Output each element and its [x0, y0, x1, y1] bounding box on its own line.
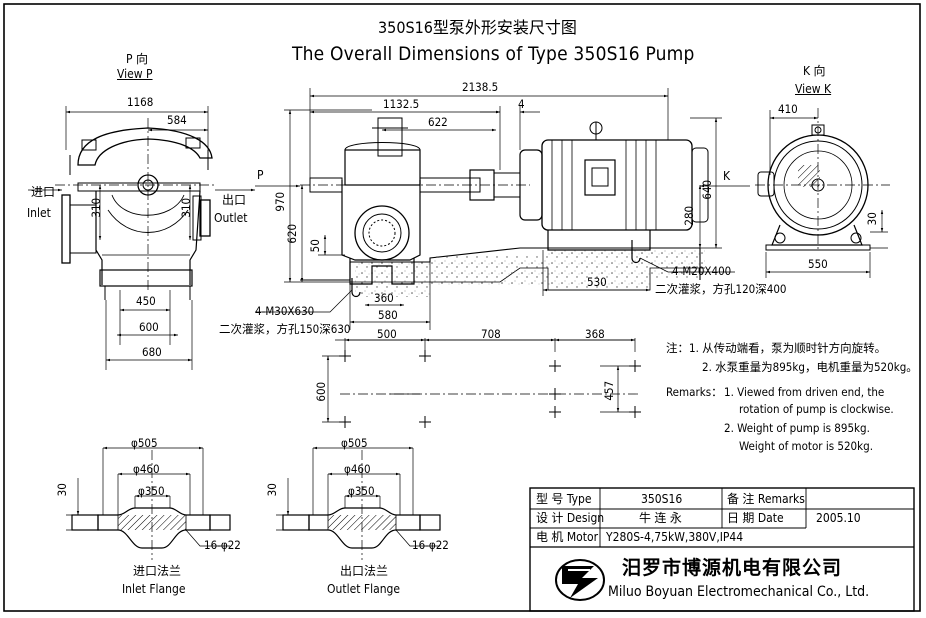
outlet-flange-holes: 16-φ22 — [412, 538, 449, 552]
outlet-flange-d505: φ505 — [341, 436, 368, 450]
company-name-en: Miluo Boyuan Electromechanical Co., Ltd. — [608, 584, 870, 600]
inlet-flange-holes: 16-φ22 — [204, 538, 241, 552]
tb-motor-label: 电 机 Motor — [536, 530, 599, 544]
dim-360: 360 — [374, 291, 394, 305]
inlet-flange-dims — [66, 446, 230, 547]
outlet-flange-30: 30 — [264, 483, 279, 497]
dim-530: 530 — [587, 275, 607, 289]
company-logo — [555, 559, 605, 601]
dim-620: 620 — [285, 223, 300, 244]
dim-1168: 1168 — [127, 95, 154, 109]
tb-remarks-label: 备 注 Remarks — [727, 492, 805, 506]
dim-410: 410 — [778, 102, 798, 116]
remarks-label: Remarks： — [666, 385, 723, 399]
outlet-flange-drawing — [282, 450, 441, 560]
tb-type-value: 350S16 — [641, 492, 683, 506]
bolt-motor: 4-M20X400 — [672, 264, 732, 278]
tb-design-label: 设 计 Design — [536, 511, 605, 525]
outlet-flange-dims — [276, 446, 440, 547]
sheet-border — [3, 3, 921, 612]
title-en: The Overall Dimensions of Type 350S16 Pu… — [292, 43, 695, 65]
view-p-dimensions — [28, 106, 750, 370]
inlet-en: Inlet — [27, 206, 51, 220]
tb-type-label: 型 号 Type — [536, 492, 592, 506]
inlet-flange-cn: 进口法兰 — [133, 564, 182, 578]
dim-280: 280 — [682, 205, 697, 226]
outlet-flange-en: Outlet Flange — [327, 582, 401, 596]
title-cn: 350S16型泵外形安装尺寸图 — [378, 18, 577, 37]
dim-580: 580 — [378, 308, 398, 322]
note-cn-2: 2. 水泵重量为895kg，电机重量为520kg。 — [702, 360, 918, 374]
view-k-marker: K — [723, 169, 731, 183]
company-name-cn: 汨罗市博源机电有限公司 — [622, 557, 843, 579]
view-k-cn: K 向 — [803, 64, 826, 78]
note-cn-1: 注：1. 从传动端看，泵为顺时针方向旋转。 — [666, 341, 887, 355]
dim-4: 4 — [518, 97, 525, 111]
dim-450: 450 — [136, 294, 156, 308]
dim-500: 500 — [377, 327, 397, 341]
grout-pump: 二次灌浆，方孔150深630 — [219, 322, 351, 336]
dim-584: 584 — [167, 113, 187, 127]
remark-1b: rotation of pump is clockwise. — [739, 402, 894, 416]
tb-date-value: 2005.10 — [816, 511, 861, 525]
dim-30-k: 30 — [864, 212, 879, 226]
dim-970: 970 — [273, 191, 288, 212]
dim-310-left: 310 — [89, 197, 104, 218]
grout-motor: 二次灌浆，方孔120深400 — [655, 282, 787, 296]
outlet-flange-d460: φ460 — [344, 462, 371, 476]
inlet-flange-d350: φ350 — [138, 484, 165, 498]
dim-622: 622 — [428, 115, 448, 129]
remark-2a: 2. Weight of pump is 895kg. — [724, 421, 870, 435]
outlet-en: Outlet — [214, 211, 248, 225]
inlet-flange-d460: φ460 — [133, 462, 160, 476]
dim-600-plan: 600 — [314, 381, 329, 402]
tb-design-value: 牛 连 永 — [639, 511, 682, 525]
tb-motor-value: Y280S-4,75kW,380V,IP44 — [606, 530, 744, 544]
inlet-flange-d505: φ505 — [131, 436, 158, 450]
dim-600: 600 — [139, 320, 159, 334]
bolt-pump: 4-M30X630 — [255, 304, 315, 318]
dim-457: 457 — [602, 380, 617, 401]
inlet-flange-en: Inlet Flange — [122, 582, 186, 596]
dim-1132-5: 1132.5 — [383, 97, 420, 111]
foundation-plan — [322, 338, 641, 428]
view-p-marker: P — [257, 168, 264, 182]
dim-368: 368 — [585, 327, 605, 341]
dim-680: 680 — [142, 345, 162, 359]
dim-50: 50 — [307, 239, 322, 253]
view-p-cn: P 向 — [126, 52, 148, 66]
view-k-en: View K — [795, 82, 832, 96]
tb-date-label: 日 期 Date — [727, 511, 784, 525]
dim-640: 640 — [700, 179, 715, 200]
inlet-flange-30: 30 — [54, 483, 69, 497]
title-block-grid — [529, 487, 915, 612]
view-p-drawing — [55, 118, 215, 300]
view-k-dimensions — [765, 110, 888, 278]
dim-2138-5: 2138.5 — [462, 80, 499, 94]
outlet-cn: 出口 — [222, 193, 247, 207]
remark-2b: Weight of motor is 520kg. — [739, 439, 873, 453]
view-k-drawing — [755, 108, 890, 251]
front-view-drawing — [300, 117, 709, 298]
outlet-flange-cn: 出口法兰 — [340, 564, 389, 578]
remark-1a: 1. Viewed from driven end, the — [724, 385, 885, 399]
view-p-en: View P — [117, 67, 153, 81]
inlet-cn: 进口 — [31, 185, 56, 199]
dim-708: 708 — [481, 327, 501, 341]
dim-310-right: 310 — [179, 197, 194, 218]
dim-550: 550 — [808, 257, 828, 271]
front-view-dimensions — [255, 88, 735, 330]
outlet-flange-d350: φ350 — [348, 484, 375, 498]
